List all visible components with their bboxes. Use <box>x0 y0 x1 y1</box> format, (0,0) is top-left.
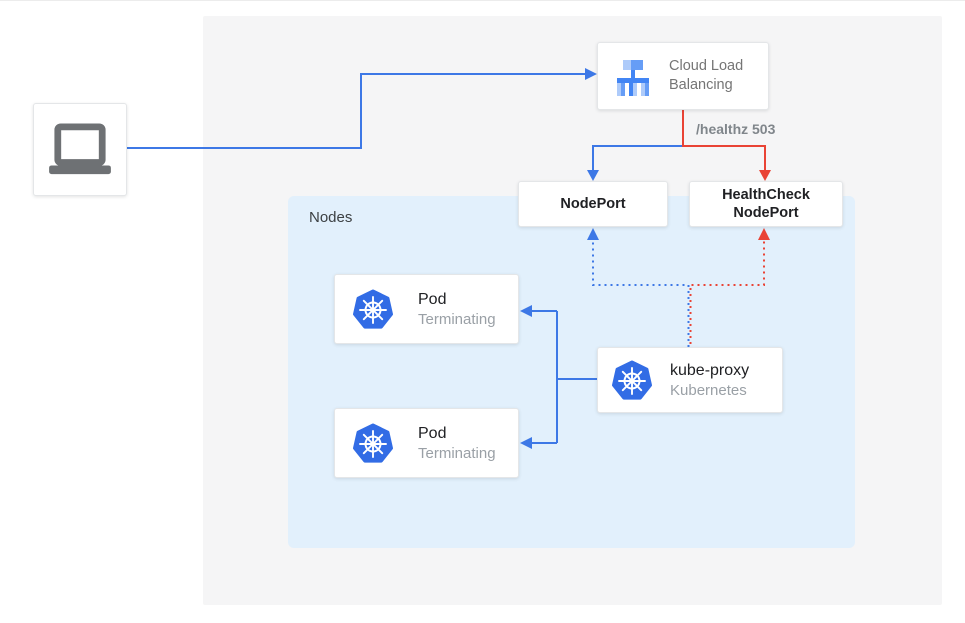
cloud-load-balancing-box: Cloud Load Balancing <box>597 42 769 110</box>
pod-text: Pod Terminating <box>418 423 496 464</box>
laptop-icon <box>49 122 111 174</box>
kube-proxy-box: kube-proxy Kubernetes <box>597 347 783 413</box>
kubernetes-icon <box>612 360 652 400</box>
kube-proxy-subtitle: Kubernetes <box>670 381 747 399</box>
nodeport-box: NodePort <box>518 181 668 227</box>
pod-box-1: Pod Terminating <box>334 274 519 344</box>
cloud-load-balancing-icon <box>617 60 649 96</box>
top-divider <box>0 0 965 1</box>
kubernetes-icon <box>353 423 393 463</box>
kubernetes-icon <box>353 289 393 329</box>
pod-text: Pod Terminating <box>418 289 496 330</box>
healthz-status-label: /healthz 503 <box>696 121 776 137</box>
nodeport-label: NodePort <box>560 196 626 212</box>
pod-title: Pod <box>418 290 447 308</box>
kube-proxy-text: kube-proxy Kubernetes <box>670 360 749 401</box>
pod-status: Terminating <box>418 310 496 328</box>
cloud-load-balancing-label: Cloud Load Balancing <box>669 58 744 93</box>
nodes-panel-label: Nodes <box>309 209 353 226</box>
pod-box-2: Pod Terminating <box>334 408 519 478</box>
kube-proxy-title: kube-proxy <box>670 361 750 379</box>
healthcheck-nodeport-box: HealthCheck NodePort <box>689 181 843 227</box>
pod-title: Pod <box>418 424 447 442</box>
client-laptop-box <box>33 103 127 196</box>
pod-status: Terminating <box>418 444 496 462</box>
healthcheck-nodeport-label: HealthCheck NodePort <box>722 187 810 221</box>
